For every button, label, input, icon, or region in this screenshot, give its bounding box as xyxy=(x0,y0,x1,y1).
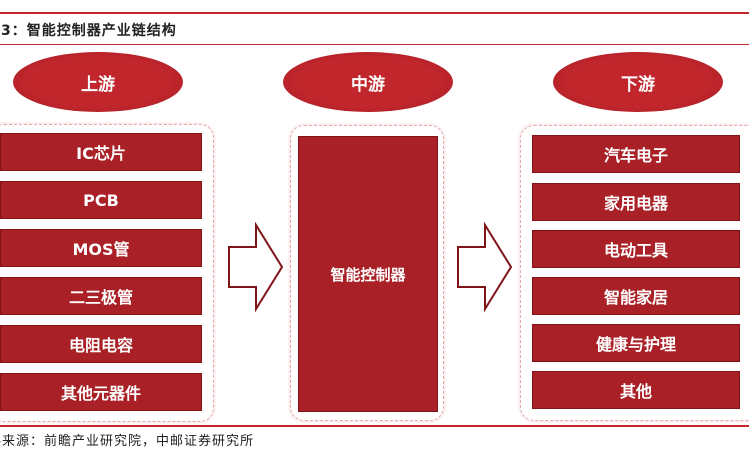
arrow-right-icon xyxy=(228,222,284,312)
title-rule xyxy=(0,44,749,45)
stage-downstream: 下游 xyxy=(553,52,723,112)
downstream-item: 家用电器 xyxy=(532,183,740,221)
upstream-item: MOS管 xyxy=(0,229,202,267)
downstream-item: 电动工具 xyxy=(532,230,740,268)
downstream-panel xyxy=(520,125,749,421)
downstream-item: 智能家居 xyxy=(532,277,740,315)
stage-upstream: 上游 xyxy=(13,52,183,112)
downstream-item: 健康与护理 xyxy=(532,324,740,362)
source-note: 资料来源：前瞻产业研究院，中邮证券研究所 xyxy=(0,434,255,449)
downstream-item: 汽车电子 xyxy=(532,135,740,173)
arrow-right-icon xyxy=(457,222,513,312)
midstream-panel xyxy=(290,125,444,421)
upstream-panel xyxy=(0,124,214,422)
downstream-item: 其他 xyxy=(532,371,740,409)
upstream-item: IC芯片 xyxy=(0,133,202,171)
stage-midstream: 中游 xyxy=(283,52,453,112)
upstream-item: 其他元器件 xyxy=(0,373,202,411)
upstream-item: PCB xyxy=(0,181,202,219)
upstream-item: 电阻电容 xyxy=(0,325,202,363)
figure-title: 表3：智能控制器产业链结构 xyxy=(0,23,177,39)
upstream-item: 二三极管 xyxy=(0,277,202,315)
midstream-item: 智能控制器 xyxy=(298,136,438,412)
bottom-rule xyxy=(0,425,749,427)
top-rule xyxy=(0,12,749,14)
